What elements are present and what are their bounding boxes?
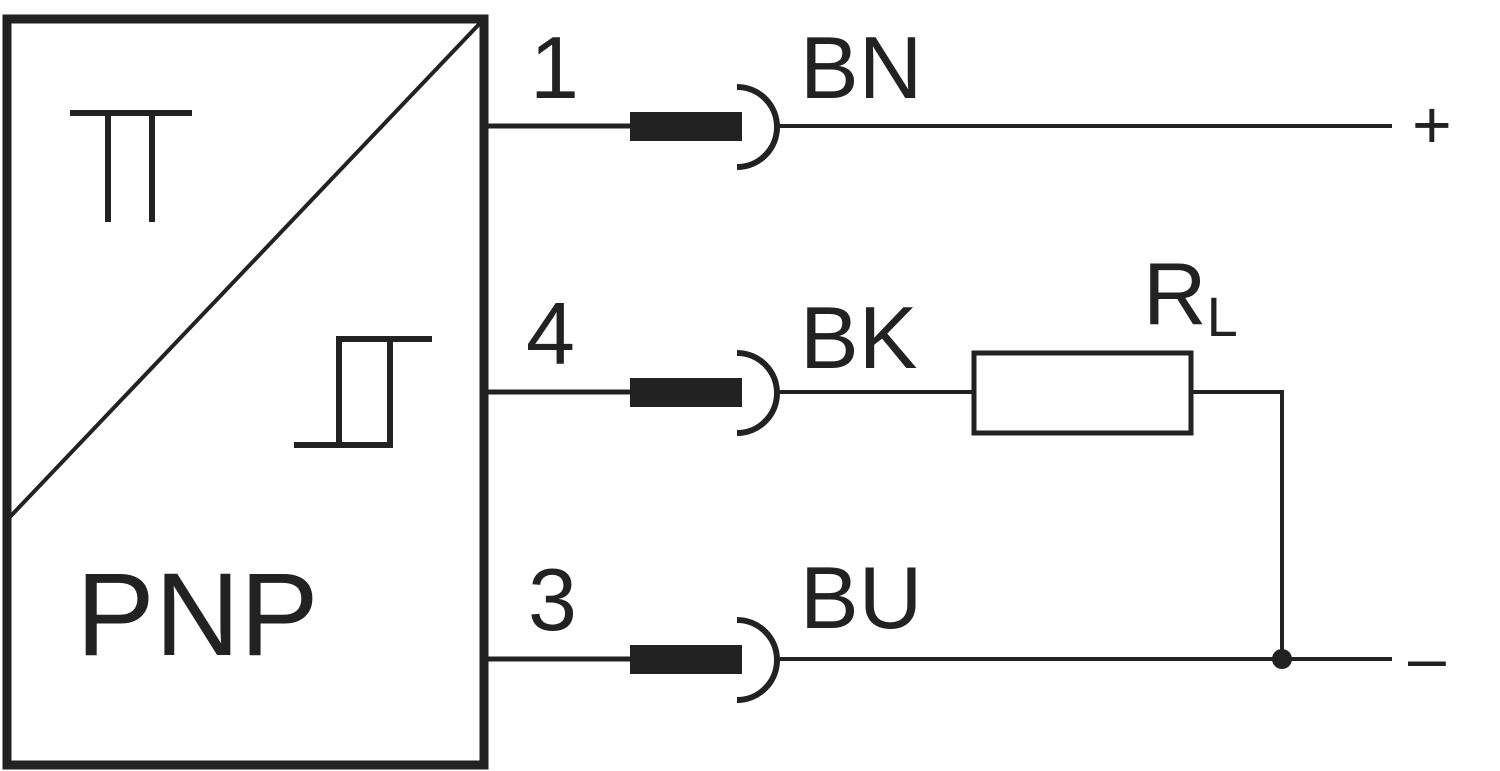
socket-arc xyxy=(736,84,780,170)
plug-connector-icon xyxy=(630,378,742,407)
wire-color-bn: BN xyxy=(800,18,922,117)
pin-number-3: 3 xyxy=(528,550,577,649)
connector-pin-1 xyxy=(630,84,780,170)
pin-number-1: 1 xyxy=(530,18,579,117)
wire-color-bk: BK xyxy=(800,288,917,387)
plug-connector-icon xyxy=(630,645,742,674)
sensor-diagonal xyxy=(5,17,486,522)
supply-positive-label: + xyxy=(1412,87,1452,163)
supply-negative-label: – xyxy=(1408,620,1446,696)
wire-color-bu: BU xyxy=(800,548,922,647)
load-resistor-label: RL xyxy=(1143,244,1238,348)
output-type-label: PNP xyxy=(76,549,319,681)
plug-connector-icon xyxy=(630,112,742,141)
socket-arc xyxy=(736,617,780,703)
sensor-block: PNP xyxy=(2,14,489,770)
connector-pin-3 xyxy=(630,617,780,703)
junction-dot-icon xyxy=(1272,649,1292,669)
switching-output-icon xyxy=(294,336,432,448)
resistor-icon xyxy=(971,350,1194,436)
pin-number-4: 4 xyxy=(526,284,575,383)
sensor-symbol-icon xyxy=(70,110,192,222)
wire-load-return xyxy=(1191,390,1284,659)
sensor-leads xyxy=(484,123,632,662)
connector-pin-4 xyxy=(630,350,780,436)
socket-arc xyxy=(736,350,780,436)
